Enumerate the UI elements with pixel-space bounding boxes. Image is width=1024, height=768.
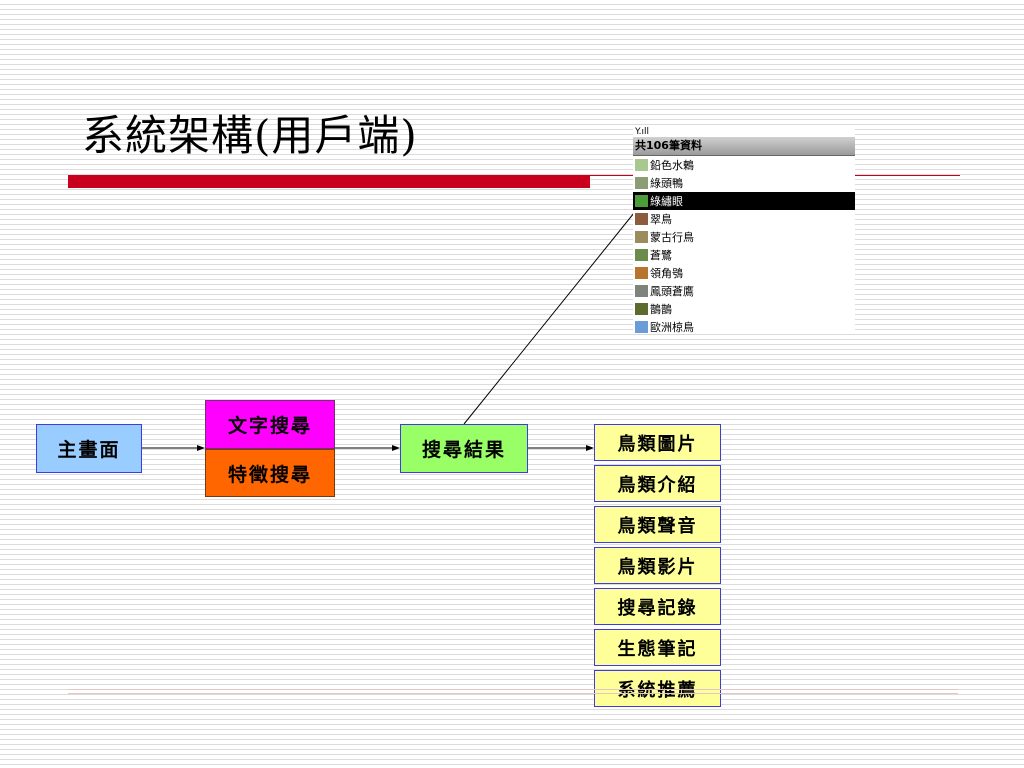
bird-name: 歐洲椋鳥: [650, 321, 694, 333]
footer-line: [68, 693, 958, 694]
bird-thumbnail-icon: [635, 285, 648, 297]
bird-thumbnail-icon: [635, 249, 648, 261]
feature-box-bird-intro[interactable]: 鳥類介紹: [594, 465, 721, 502]
bird-list-item[interactable]: 綠頭鴨: [633, 174, 855, 192]
bird-name: 綠頭鴨: [650, 177, 683, 190]
bird-list: 鉛色水鶇綠頭鴨綠繡眼翠鳥蒙古行鳥蒼鷺領角鴞鳳頭蒼鷹鵲鵲歐洲椋鳥: [633, 156, 855, 333]
bird-list-item[interactable]: 歐洲椋鳥: [633, 318, 855, 333]
bird-list-item[interactable]: 綠繡眼: [633, 192, 855, 210]
bird-name: 蒼鷺: [650, 249, 672, 262]
bird-list-item[interactable]: 領角鴞: [633, 264, 855, 282]
bird-thumbnail-icon: [635, 321, 648, 333]
bird-thumbnail-icon: [635, 159, 648, 171]
bird-list-item[interactable]: 蒼鷺: [633, 246, 855, 264]
title-underline: [68, 175, 590, 188]
bird-name: 鵲鵲: [650, 303, 672, 316]
bird-list-item[interactable]: 蒙古行鳥: [633, 228, 855, 246]
signal-icon: Y.ıll: [633, 127, 855, 137]
text-search-box[interactable]: 文字搜尋: [205, 400, 335, 449]
bird-thumbnail-icon: [635, 303, 648, 315]
phone-screenshot: Y.ıll 共106筆資料 鉛色水鶇綠頭鴨綠繡眼翠鳥蒙古行鳥蒼鷺領角鴞鳳頭蒼鷹鵲…: [633, 127, 855, 333]
bird-name: 綠繡眼: [650, 195, 683, 208]
footer-line: [68, 689, 958, 690]
search-results-box[interactable]: 搜尋結果: [400, 424, 528, 473]
slide-title: 系統架構(用戶端): [82, 111, 418, 160]
feature-box-bird-sounds[interactable]: 鳥類聲音: [594, 506, 721, 543]
feature-box-search-history[interactable]: 搜尋記錄: [594, 588, 721, 625]
feature-box-bird-videos[interactable]: 鳥類影片: [594, 547, 721, 584]
bird-name: 領角鴞: [650, 267, 683, 280]
bird-name: 翠鳥: [650, 213, 672, 226]
bird-name: 鳳頭蒼鷹: [650, 285, 694, 298]
bird-list-item[interactable]: 翠鳥: [633, 210, 855, 228]
bird-name: 鉛色水鶇: [650, 159, 694, 172]
bird-list-item[interactable]: 鵲鵲: [633, 300, 855, 318]
bird-thumbnail-icon: [635, 267, 648, 279]
bird-thumbnail-icon: [635, 213, 648, 225]
callout-line: [463, 212, 635, 425]
result-count-header: 共106筆資料: [633, 137, 855, 156]
feature-box-recommend[interactable]: 系統推薦: [594, 670, 721, 707]
feature-search-box[interactable]: 特徵搜尋: [205, 449, 335, 497]
bird-list-item[interactable]: 鳳頭蒼鷹: [633, 282, 855, 300]
bird-thumbnail-icon: [635, 195, 648, 207]
main-screen-box[interactable]: 主畫面: [36, 424, 142, 473]
bird-list-item[interactable]: 鉛色水鶇: [633, 156, 855, 174]
bird-name: 蒙古行鳥: [650, 231, 694, 244]
bird-thumbnail-icon: [635, 177, 648, 189]
feature-box-bird-images[interactable]: 鳥類圖片: [594, 424, 721, 461]
feature-box-eco-notes[interactable]: 生態筆記: [594, 629, 721, 666]
bird-thumbnail-icon: [635, 231, 648, 243]
